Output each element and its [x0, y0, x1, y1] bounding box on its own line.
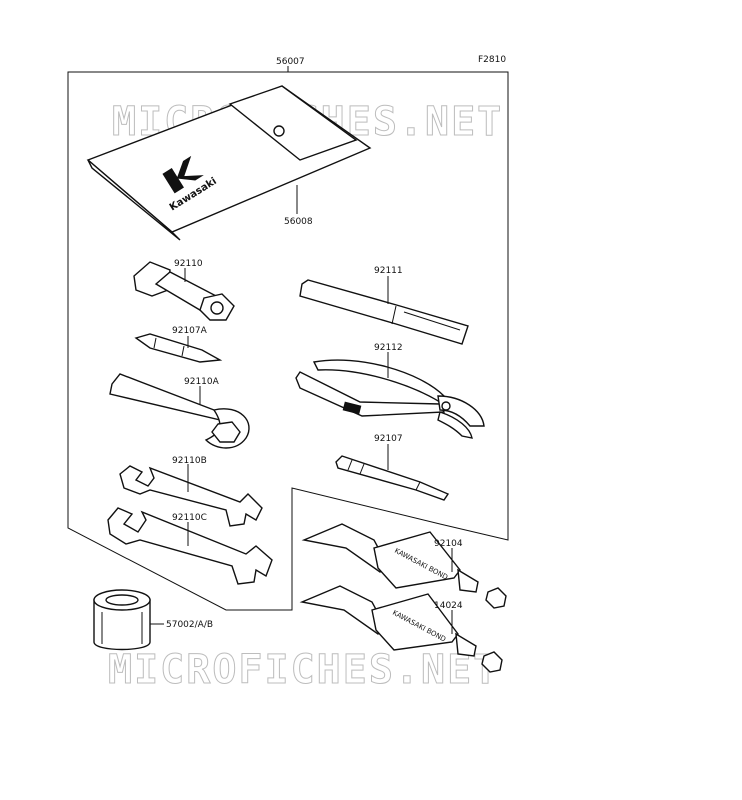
label-92110B: 92110B — [172, 456, 207, 466]
open-wrench-92110C — [107, 507, 273, 585]
tool-pouch: Kawasaki — [86, 85, 372, 241]
label-92111: 92111 — [374, 266, 403, 276]
watermark-bottom: MICROFICHES.NET — [108, 647, 499, 693]
screwdriver-bit-92107A — [134, 333, 223, 363]
label-56008: 56008 — [284, 217, 313, 227]
figure-code: F2810 — [478, 55, 506, 65]
bond-tube-92104: KAWASAKI BOND — [301, 523, 507, 609]
label-57002: 57002/A/B — [166, 620, 213, 630]
screwdriver-92107 — [335, 455, 450, 501]
label-56007: 56007 — [276, 57, 305, 67]
label-92107: 92107 — [374, 434, 403, 444]
handle-92111 — [299, 279, 469, 345]
label-92110: 92110 — [174, 259, 203, 269]
ring-wrench-92110A — [109, 373, 250, 449]
label-14024: 14024 — [434, 601, 463, 611]
pliers-92112 — [295, 359, 485, 439]
bond-tube-14024: KAWASAKI BOND — [299, 585, 503, 673]
label-92104: 92104 — [434, 539, 463, 549]
open-wrench-92110B — [119, 465, 263, 527]
label-92110A: 92110A — [184, 377, 220, 387]
oil-filter-57002 — [93, 589, 151, 651]
label-92107A: 92107A — [172, 326, 208, 336]
label-92112: 92112 — [374, 343, 403, 353]
label-92110C: 92110C — [172, 513, 207, 523]
kit-outline — [67, 71, 509, 611]
box-wrench-92110 — [133, 261, 235, 321]
